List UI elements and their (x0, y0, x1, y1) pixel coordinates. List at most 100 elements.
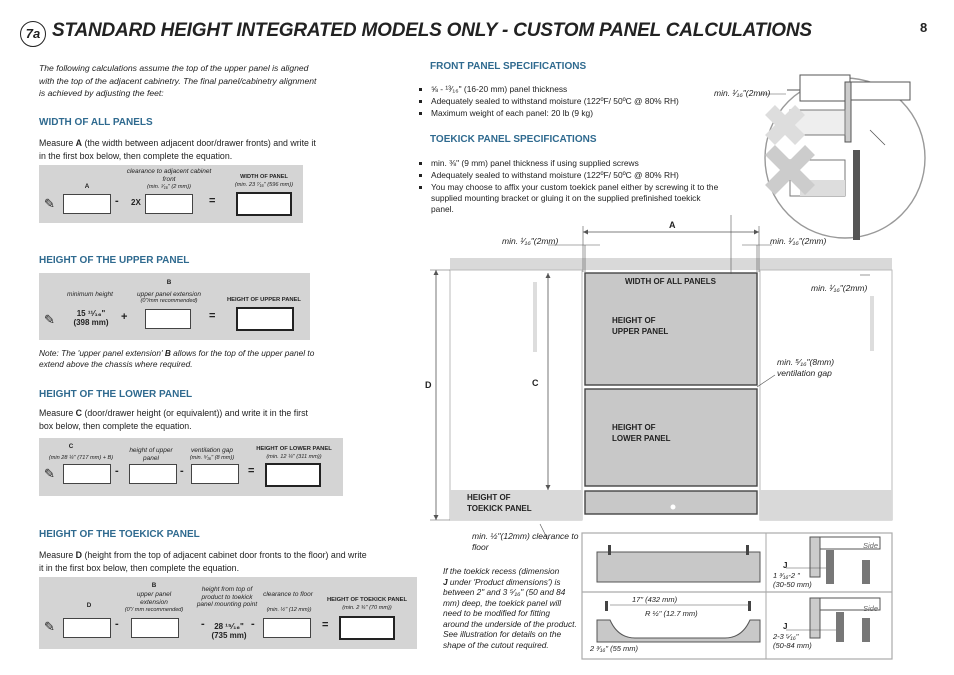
front-spec-item: ⅝ - ¹³⁄₁₆" (16-20 mm) panel thickness (431, 84, 731, 95)
toekick-col-b-label: upper panel extension (136, 591, 172, 606)
dim-c-label: C (532, 378, 539, 388)
lower-equation-panel: C (min 28 ¼" (717 mm) + B) height of upp… (39, 438, 343, 496)
pencil-icon: ✎ (44, 312, 55, 327)
toekick-spec-item: You may choose to affix your custom toek… (431, 182, 721, 215)
upper-input-b[interactable] (145, 309, 191, 329)
width-equation-panel: A clearance to adjacent cabinet front (m… (39, 165, 303, 223)
front-spec-item: Adequately sealed to withstand moisture … (431, 96, 731, 107)
lower-instructions: Measure C (door/drawer height (or equiva… (39, 408, 308, 431)
toekick-input-d[interactable] (63, 618, 111, 638)
j-label-2: J (783, 622, 788, 631)
lower-panel-label: HEIGHT OF LOWER PANEL (612, 423, 671, 443)
upper-result-box[interactable] (236, 307, 294, 331)
width-col-result-sub: (min. 23 ⁷⁄₁₆" (596 mm)) (234, 182, 294, 188)
toekick-spec-item: min. ⅜" (9 mm) panel thickness if using … (431, 158, 721, 169)
toekick-col-d: D (86, 602, 92, 609)
cabinet-min-label: min. ¹⁄₁₆"(2mm) (811, 283, 868, 293)
lower-input-c[interactable] (63, 464, 111, 484)
lower-result-box[interactable] (265, 463, 321, 487)
toekick-height-value: 28 ¹⁵⁄₁₆"(735 mm) (211, 622, 247, 640)
width-col-a: A (84, 183, 90, 190)
page-number: 8 (920, 20, 928, 35)
front-specs-title: FRONT PANEL SPECIFICATIONS (430, 61, 587, 72)
pencil-icon: ✎ (44, 196, 55, 211)
toekick-col-result-sub: (min. 2 ¾" (70 mm)) (342, 605, 392, 611)
lower-input-vent[interactable] (191, 464, 239, 484)
toekick-col-clearance: clearance to floor (263, 591, 313, 598)
upper-panel-label: HEIGHT OF UPPER PANEL (612, 316, 669, 336)
width-input-clearance[interactable] (145, 194, 193, 214)
lower-input-height[interactable] (129, 464, 177, 484)
equals-sign: = (248, 465, 255, 477)
lower-col-c-sub: (min 28 ¼" (717 mm) + B) (48, 455, 114, 461)
width-input-a[interactable] (63, 194, 111, 214)
j-range-1: 1 ³⁄₁₆-2 "(30-50 mm) (773, 571, 812, 589)
width-result-box[interactable] (236, 192, 292, 216)
side-label-1: Side (863, 541, 879, 550)
upper-note: Note: The 'upper panel extension' B allo… (39, 348, 315, 369)
equals-sign: = (209, 195, 216, 207)
minus-sign: - (201, 618, 205, 630)
upper-min-value: 15 ¹¹⁄₁₆"(398 mm) (73, 309, 109, 327)
toekick-panel-label: HEIGHT OF TOEKICK PANEL (467, 493, 532, 513)
left-min-label: min. ¹⁄₁₆"(2mm) (502, 236, 559, 246)
upper-equation-panel: B minimum height upper panel extension (… (39, 273, 310, 340)
toekick-specs-title: TOEKICK PANEL SPECIFICATIONS (430, 134, 597, 145)
plus-sign: + (121, 311, 128, 323)
width-col-clearance: clearance to adjacent cabinet front (126, 168, 212, 183)
width-col-result: WIDTH OF PANEL (240, 174, 288, 180)
minus-sign: - (115, 618, 119, 630)
minus-sign: - (115, 195, 119, 207)
toekick-col-height: height from top of product to toekick pa… (196, 586, 258, 608)
toekick-spec-item: Adequately sealed to withstand moisture … (431, 170, 721, 181)
toekick-col-clearance-sub: (min. ½" (12 mm)) (266, 607, 312, 613)
width-col-clearance-sub: (min. ¹⁄₁₆" (2 mm)) (147, 184, 191, 190)
j-label-1: J (783, 561, 788, 570)
multiplier: 2X (131, 198, 141, 207)
front-specs-list: ⅝ - ¹³⁄₁₆" (16-20 mm) panel thickness Ad… (417, 84, 731, 120)
minus-sign: - (251, 618, 255, 630)
detail-min-label: min. ¹⁄₁₆"(2mm) (714, 88, 771, 98)
toekick-instructions: Measure D (height from the top of adjace… (39, 550, 367, 573)
upper-col-ext-sub: (0"/mm recommended) (140, 298, 198, 304)
width-all-label: WIDTH OF ALL PANELS (625, 277, 716, 286)
lower-col-result-sub: (min. 12 ¼" (311 mm)) (266, 454, 322, 460)
page-title: STANDARD HEIGHT INTEGRATED MODELS ONLY -… (52, 20, 812, 41)
intro-text: The following calculations assume the to… (39, 63, 317, 98)
front-spec-item: Maximum weight of each panel: 20 lb (9 k… (431, 108, 731, 119)
section-badge: 7a (20, 21, 46, 47)
lower-col-c: C (68, 443, 74, 450)
lower-col-height: height of upper panel (129, 447, 173, 462)
toekick-col-b-sub: (0"/ mm recommended) (124, 607, 184, 613)
dim-d-label: D (425, 380, 432, 390)
upper-section-title: HEIGHT OF THE UPPER PANEL (39, 255, 190, 266)
toekick-input-b[interactable] (131, 618, 179, 638)
toekick-input-clearance[interactable] (263, 618, 311, 638)
lower-col-vent: ventilation gap (191, 447, 233, 454)
upper-col-min: minimum height (67, 291, 113, 298)
toekick-section-title: HEIGHT OF THE TOEKICK PANEL (39, 529, 200, 540)
pencil-icon: ✎ (44, 619, 55, 634)
vent-gap-label: min. ⁵⁄₁₆"(8mm) ventilation gap (777, 357, 835, 378)
dim-a-label: A (669, 220, 676, 230)
lower-col-result: HEIGHT OF LOWER PANEL (256, 446, 332, 452)
lower-section-title: HEIGHT OF THE LOWER PANEL (39, 389, 193, 400)
cutout-height: 2 ³⁄₁₆" (55 mm) (590, 644, 639, 653)
cutout-radius: R ½" (12.7 mm) (645, 609, 698, 618)
minus-sign: - (180, 465, 184, 477)
equals-sign: = (209, 310, 216, 322)
toekick-col-result: HEIGHT OF TOEKICK PANEL (327, 597, 407, 603)
width-instructions: Measure A (the width between adjacent do… (39, 138, 316, 161)
minus-sign: - (115, 465, 119, 477)
lower-col-vent-sub: (min. ⁵⁄₁₆" (8 mm)) (189, 455, 235, 461)
width-section-title: WIDTH OF ALL PANELS (39, 117, 153, 128)
toekick-result-box[interactable] (339, 616, 395, 640)
side-label-2: Side (863, 604, 879, 613)
floor-clearance-label: min. ½"(12mm) clearance to floor (472, 531, 579, 552)
j-range-2: 2-3 ⁵⁄₁₆"(50-84 mm) (773, 632, 812, 650)
right-min-label: min. ¹⁄₁₆"(2mm) (770, 236, 827, 246)
toekick-col-b: B (151, 582, 157, 589)
toekick-equation-panel: D B upper panel extension (0"/ mm recomm… (39, 577, 417, 649)
upper-col-b: B (166, 279, 172, 286)
